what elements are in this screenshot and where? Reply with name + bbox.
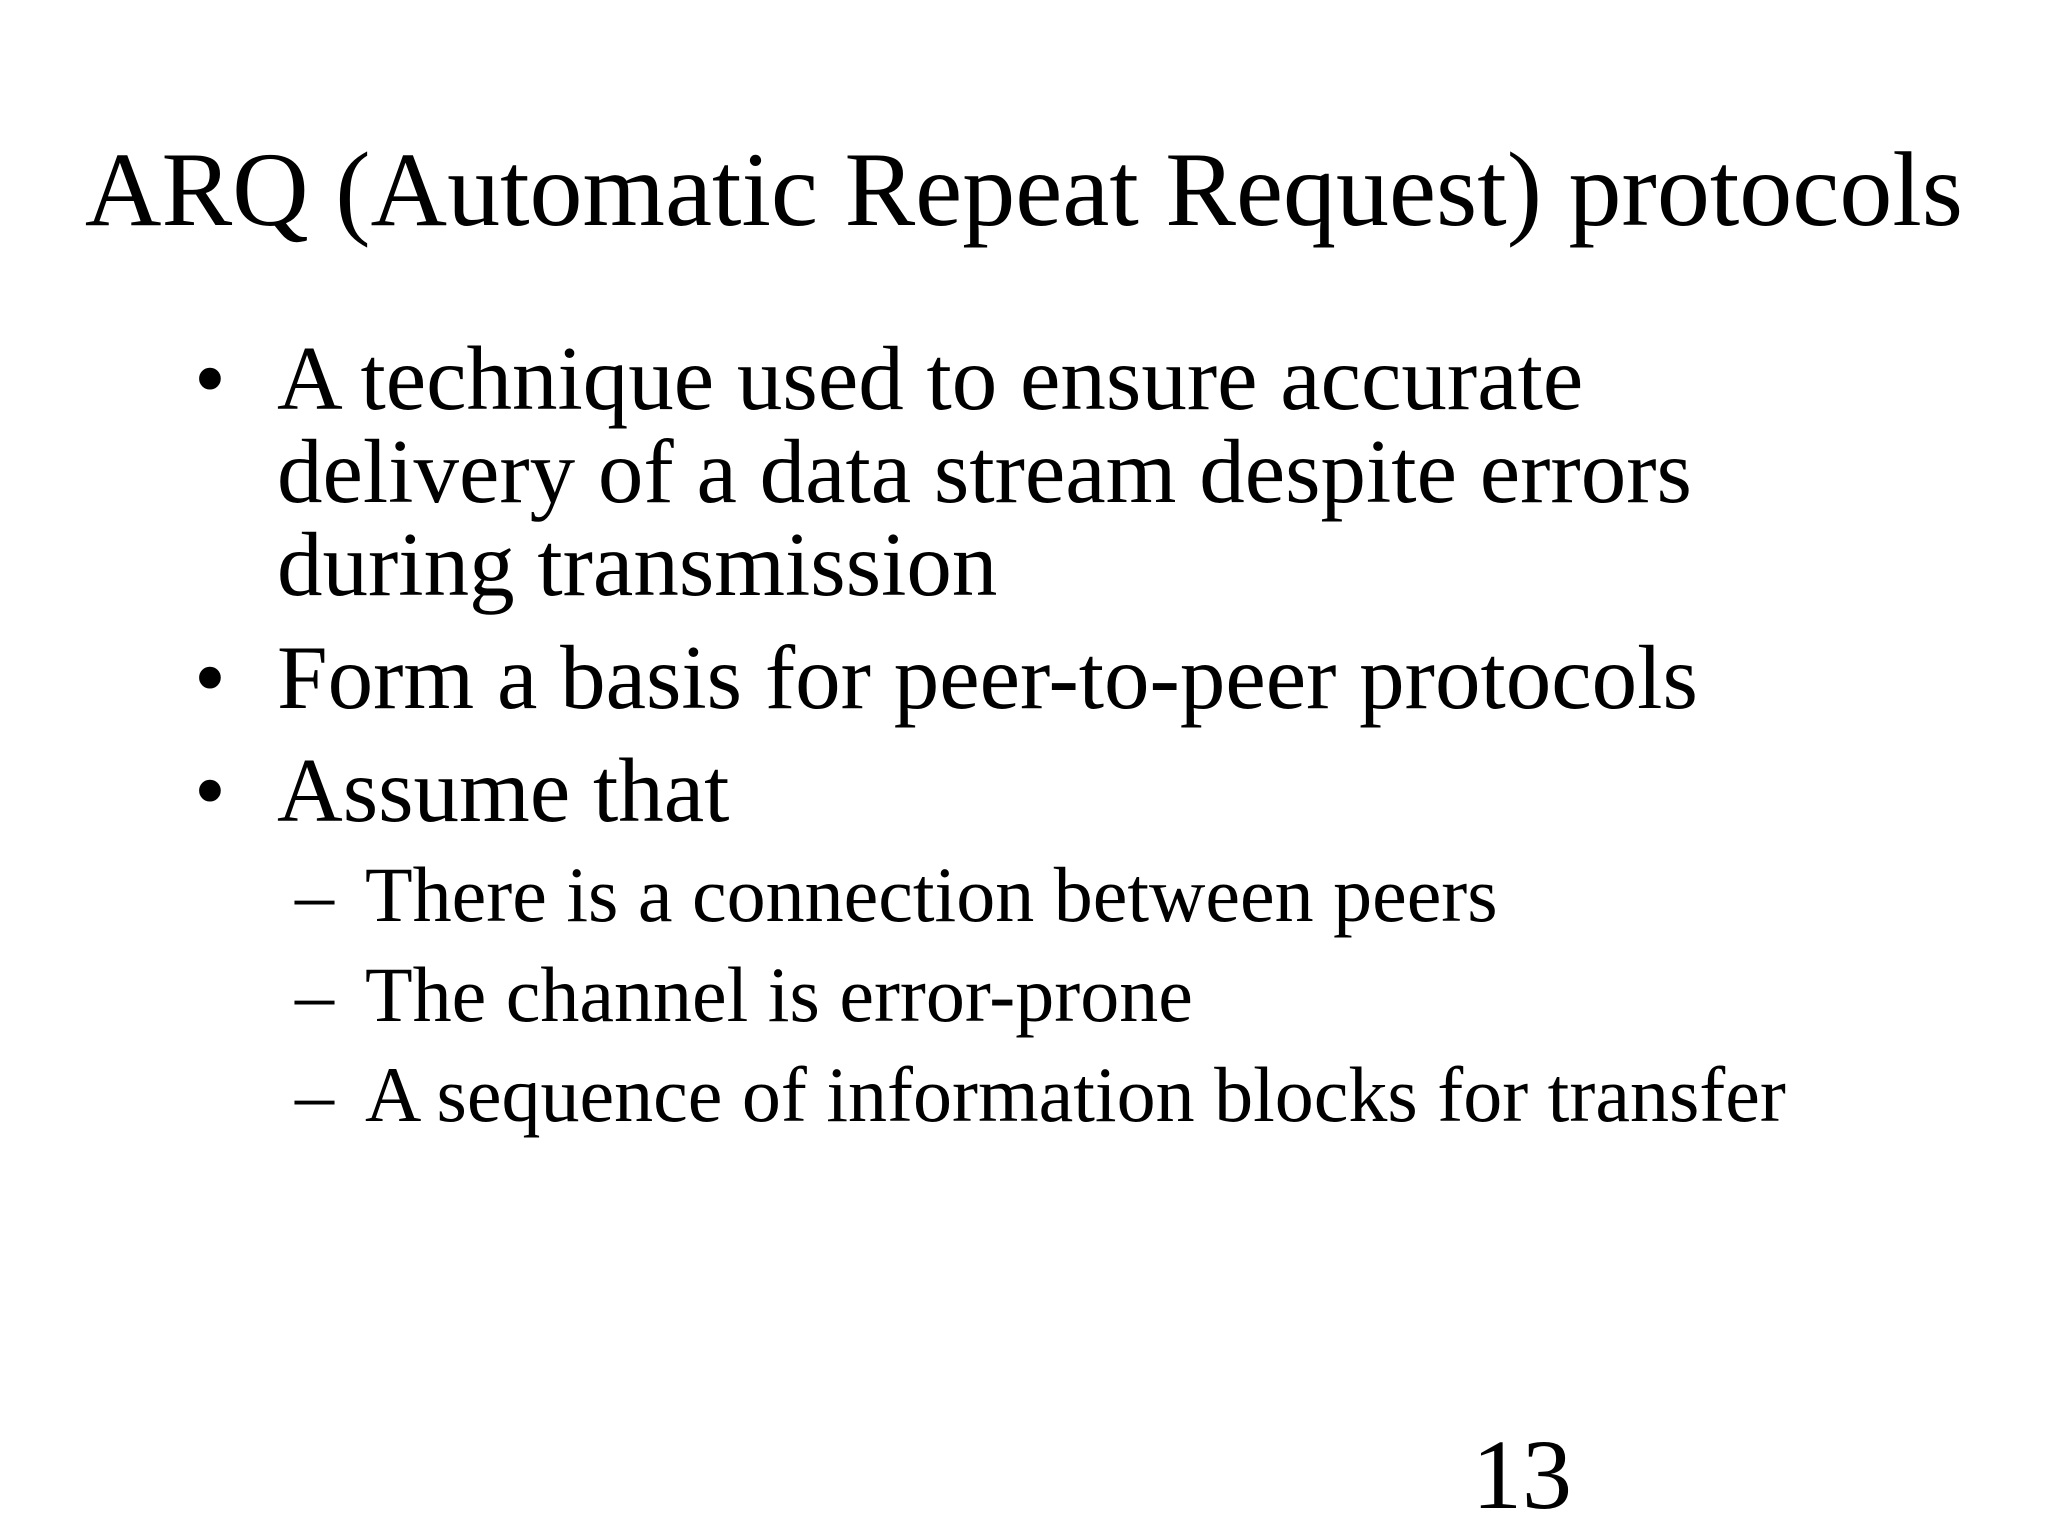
sub-bullet-text-line: A sequence of information blocks for tra…: [365, 1051, 1786, 1138]
bullet-dot-marker: •: [194, 627, 226, 728]
sub-bullet-item: – A sequence of information blocks for t…: [295, 1052, 2008, 1137]
bullet-text: A technique used to ensure accurate deli…: [277, 332, 1692, 611]
dash-marker: –: [295, 951, 334, 1038]
bullet-list: • A technique used to ensure accurate de…: [186, 332, 2008, 1137]
dash-marker: –: [295, 1051, 334, 1138]
bullet-dot-marker: •: [194, 328, 226, 429]
sub-bullet-item: – The channel is error-prone: [295, 952, 2008, 1037]
bullet-text: Form a basis for peer-to-peer protocols: [277, 631, 1698, 724]
bullet-text-line: A technique used to ensure accurate: [277, 328, 1584, 429]
slide-title: ARQ (Automatic Repeat Request) protocols: [84, 131, 1964, 248]
bullet-text-line: during transmission: [277, 514, 998, 615]
bullet-text: Assume that: [277, 744, 729, 837]
bullet-item: • A technique used to ensure accurate de…: [186, 332, 2008, 611]
sub-bullet-item: – There is a connection between peers: [295, 852, 2008, 937]
bullet-item: • Form a basis for peer-to-peer protocol…: [186, 631, 2008, 724]
bullet-text-line: Assume that: [277, 740, 730, 841]
sub-bullet-text-line: The channel is error-prone: [365, 951, 1193, 1038]
bullet-text-line: Form a basis for peer-to-peer protocols: [277, 627, 1698, 728]
dash-marker: –: [295, 851, 334, 938]
bullet-text-line: delivery of a data stream despite errors: [277, 421, 1692, 522]
page-number: 13: [1472, 1419, 1572, 1530]
sub-bullet-text: There is a connection between peers: [365, 852, 1498, 937]
sub-bullet-text-line: There is a connection between peers: [365, 851, 1498, 938]
sub-bullet-text: The channel is error-prone: [365, 952, 1193, 1037]
sub-bullet-text: A sequence of information blocks for tra…: [365, 1052, 1786, 1137]
bullet-dot-marker: •: [194, 740, 226, 841]
bullet-item: • Assume that: [186, 744, 2008, 837]
